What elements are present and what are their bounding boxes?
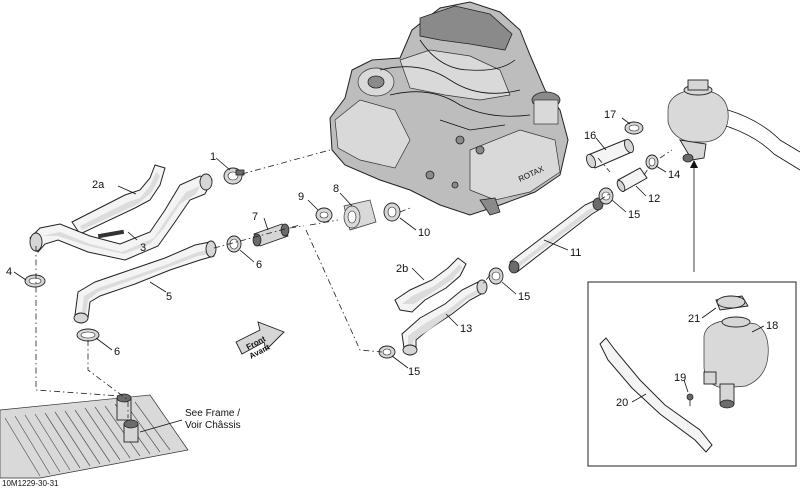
label-part-2b: 2b (396, 263, 408, 275)
leader-lines (13, 117, 765, 433)
engine-assembly: ROTAX (329, 1, 569, 216)
label-part-15c: 15 (408, 366, 420, 378)
hose-2a (71, 164, 166, 235)
hose-3 (29, 173, 213, 261)
label-part-1: 1 (210, 151, 216, 163)
radiator-frame (0, 393, 189, 479)
label-part-20: 20 (616, 397, 628, 409)
label-part-17: 17 (604, 109, 616, 121)
hose-5 (73, 240, 217, 324)
label-part-12: 12 (648, 193, 660, 205)
hose-13 (401, 279, 488, 356)
label-part-6b: 6 (114, 346, 120, 358)
clamp-1 (223, 167, 245, 185)
hose-2b (394, 257, 467, 313)
clamp-14 (645, 154, 659, 170)
clamp-6a (226, 235, 242, 253)
clamp-6b (76, 328, 100, 342)
label-part-9: 9 (298, 191, 304, 203)
label-part-15a: 15 (628, 209, 640, 221)
label-part-10: 10 (418, 227, 430, 239)
diagram-code: 10M1229-30-31 (2, 479, 59, 488)
label-part-15b: 15 (518, 291, 530, 303)
sleeve-8 (343, 199, 377, 231)
label-part-3: 3 (140, 242, 146, 254)
connection-lines (35, 149, 691, 418)
label-part-5: 5 (166, 291, 172, 303)
clamp-10 (383, 202, 401, 222)
part-labels: 1 2a 3 4 5 6 6 7 8 9 10 11 12 13 14 15 1… (6, 109, 778, 409)
tube-16 (586, 138, 634, 169)
coolant-reservoir-top (667, 79, 800, 171)
frame-note-line2: Voir Châssis (185, 420, 241, 431)
clamp-9 (315, 207, 333, 223)
label-part-11: 11 (570, 247, 581, 259)
label-part-2a: 2a (92, 179, 105, 191)
label-part-16: 16 (584, 130, 596, 142)
label-part-18: 18 (766, 320, 778, 332)
frame-note-line1: See Frame / (185, 408, 240, 419)
inset-detail-box (587, 281, 797, 467)
label-part-19: 19 (674, 372, 686, 384)
fitting-7 (252, 223, 290, 247)
label-part-13: 13 (460, 323, 472, 335)
label-part-6a: 6 (256, 259, 262, 271)
clamp-15b (488, 267, 504, 285)
label-part-4: 4 (6, 266, 12, 278)
clamp-4 (24, 274, 46, 288)
front-direction-arrow: Front Avant (235, 321, 285, 361)
tube-12 (616, 167, 648, 192)
pipe-11 (508, 197, 604, 274)
label-part-7: 7 (252, 211, 258, 223)
reservoir-arrow-head (690, 160, 698, 168)
label-part-21: 21 (688, 313, 700, 325)
label-part-8: 8 (333, 183, 339, 195)
clamp-17 (624, 121, 644, 135)
clamp-15a (598, 187, 614, 205)
label-part-14: 14 (668, 169, 680, 181)
